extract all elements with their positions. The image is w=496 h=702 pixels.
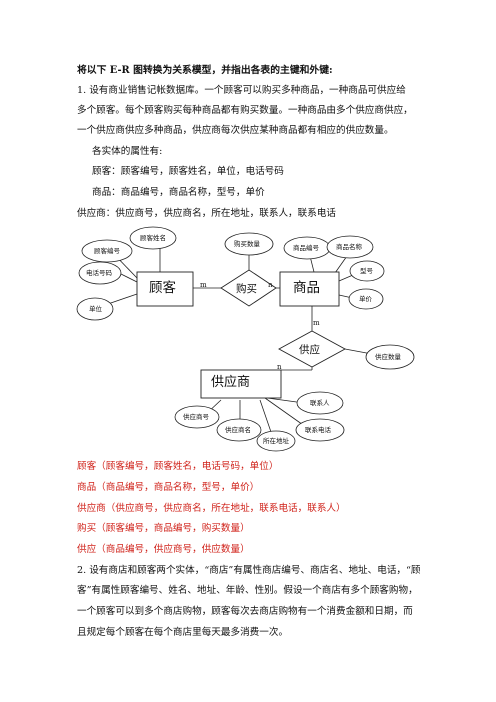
q1-intro-line-2: 多个顾客。每个顾客购买每种商品都有购买数量。一种商品由多个供应商供应， (77, 105, 413, 116)
attr-contact-phone: 联系电话 (305, 426, 331, 434)
answer-product: 商品（商品编号，商品名称，型号，单价） (77, 482, 260, 493)
entity-product: 商品 (293, 280, 320, 296)
answer-supply: 供应（商品编号，供应商号，供应数量） (77, 544, 250, 555)
entity-supplier: 供应商 (211, 375, 251, 390)
q1-attr-supplier: 供应商：供应商号，供应商名，所在地址，联系人，联系电话 (77, 208, 337, 219)
attr-supplier-id: 供应商号 (183, 413, 209, 421)
q1-intro-line-1: 1. 设有商业销售记帐数据库。一个顾客可以购买多种商品，一种商品可供应给 (77, 85, 406, 96)
relationship-supply: 供应 (299, 344, 320, 356)
q1-attr-title: 各实体的属性有: (92, 146, 163, 157)
answer-customer: 顾客（顾客编号，顾客姓名，电话号码，单位） (77, 461, 279, 472)
attr-address: 所在地址 (263, 437, 289, 445)
attr-customer-name: 顾客姓名 (140, 234, 166, 242)
q2-line-2: 客”有属性顾客编号、姓名、地址、年龄、性别。假设一个商店有多个顾客购物， (77, 585, 418, 596)
attr-contact-person: 联系人 (310, 399, 330, 407)
page-heading: 将以下 E-R 图转换为关系模型，并指出各表的主键和外键: (77, 65, 333, 76)
answer-supplier: 供应商（供应商号，供应商名，所在地址，联系电话，联系人） (77, 503, 346, 514)
attr-supplier-name: 供应商名 (225, 426, 251, 434)
attr-buy-quantity: 购买数量 (234, 240, 260, 248)
attr-product-name: 商品名称 (336, 243, 362, 251)
q2-line-4: 且规定每个顾客在每个商店里每天最多消费一次。 (77, 627, 289, 638)
cardinality-n-buy: n (268, 281, 273, 289)
attr-price: 单价 (359, 295, 372, 303)
entity-customer: 顾客 (149, 280, 176, 296)
q2-line-1: 2. 设有商店和顾客两个实体，“商店”有属性商店编号、商店名、地址、电话，“顾 (77, 565, 421, 576)
cardinality-n-supply: n (277, 363, 282, 371)
q2-line-3: 一个顾客可以到多个商店购物，顾客每次去商店购物有一个消费金额和日期，而 (77, 606, 413, 617)
q1-intro-line-3: 一个供应商供应多种商品，供应商每次供应某种商品都有相应的供应数量。 (77, 125, 394, 136)
cardinality-m-buy: m (200, 281, 207, 289)
answer-buy: 购买（顾客编号，商品编号，购买数量） (77, 523, 250, 534)
attr-model: 型号 (360, 267, 373, 275)
attr-phone: 电话号码 (86, 269, 112, 277)
attr-customer-id: 顾客编号 (94, 247, 120, 255)
cardinality-m-supply: m (313, 319, 320, 327)
attr-supply-quantity: 供应数量 (375, 353, 401, 361)
attr-unit: 单位 (89, 305, 102, 313)
attr-product-id: 商品编号 (293, 244, 319, 252)
q1-attr-product: 商品：商品编号，商品名称，型号，单价 (92, 187, 265, 198)
q1-attr-customer: 顾客：顾客编号，顾客姓名，单位，电话号码 (92, 166, 284, 177)
relationship-buy: 购买 (236, 283, 257, 295)
